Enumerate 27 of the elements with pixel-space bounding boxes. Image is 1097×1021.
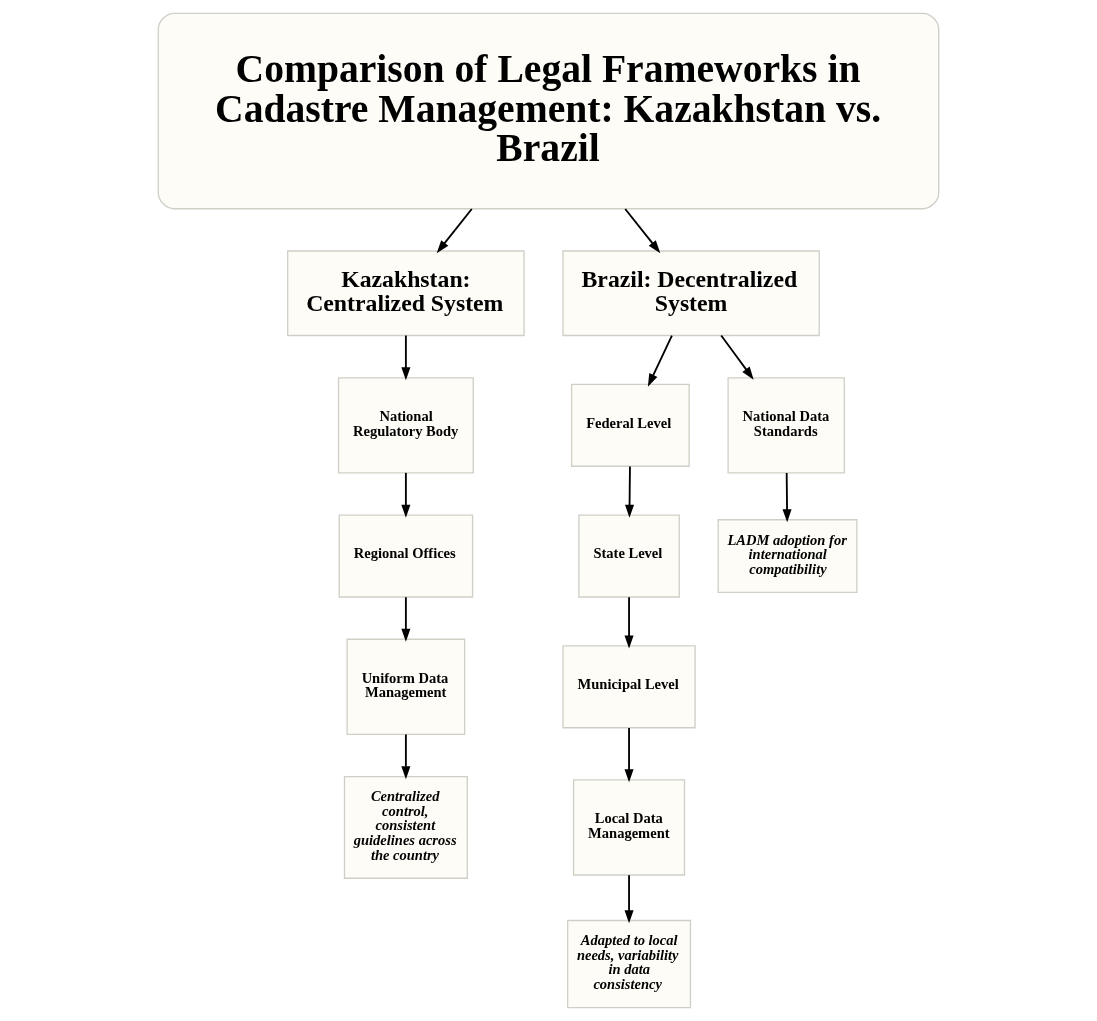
node-box: Uniform Data Management (346, 638, 466, 735)
arrow (401, 471, 411, 518)
node-box: Comparison of Legal Frameworks in Cadastre Management: Kazakhstan vs. Brazil (157, 12, 940, 210)
arrow (720, 334, 754, 380)
node-box: Local Data Management (572, 779, 686, 876)
node-box: National Data Standards (727, 377, 845, 474)
node-box: Municipal Level (562, 645, 696, 729)
arrow (401, 733, 411, 780)
arrow (647, 334, 673, 387)
arrow (782, 471, 792, 523)
node-box: Adapted to local needs, variability in data consistency (567, 919, 692, 1009)
arrow (624, 727, 634, 783)
arrow (401, 334, 411, 381)
node-box: Centralized control, consistent guidelines across the country (343, 775, 468, 879)
node-box: Federal Level (570, 383, 690, 467)
node-box: State Level (578, 514, 680, 598)
arrow (624, 208, 661, 254)
arrow (436, 208, 473, 254)
arrow (624, 596, 634, 649)
node-box: LADM adoption for international compatibility (717, 519, 858, 594)
arrow (401, 596, 411, 642)
node-box: National Regulatory Body (337, 377, 474, 474)
arrow (625, 465, 635, 518)
node-box: Regional Offices (338, 514, 474, 598)
arrow (624, 874, 634, 924)
node-box: Kazakhstan: Centralized System (287, 250, 525, 337)
node-box: Brazil: Decentralized System (562, 250, 820, 337)
